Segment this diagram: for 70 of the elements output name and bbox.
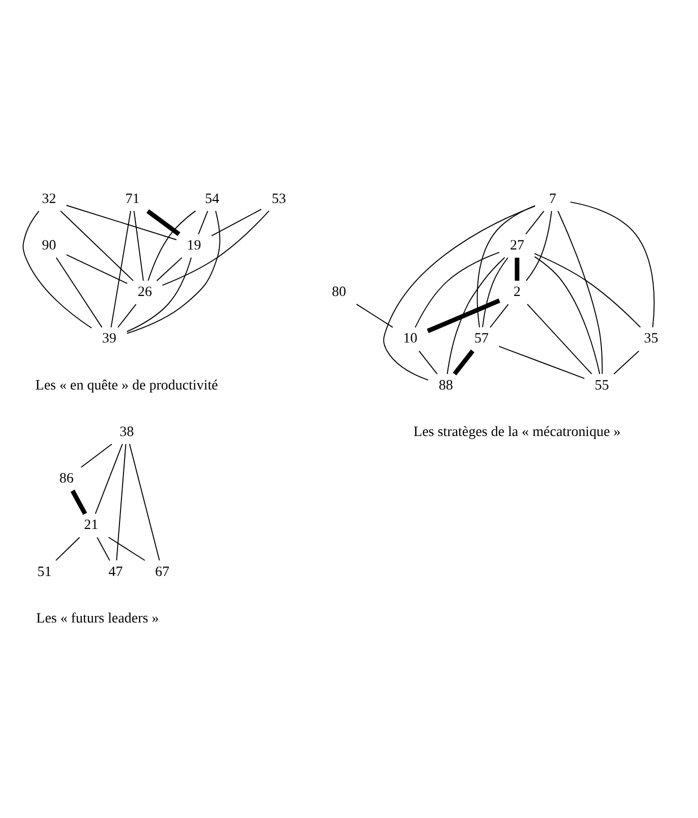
- connector: [476, 205, 536, 328]
- connector: [146, 209, 180, 236]
- connector: [418, 350, 438, 374]
- connector: [110, 210, 132, 328]
- connector: [55, 536, 80, 561]
- node-text: 19: [186, 237, 202, 254]
- connector: [534, 253, 641, 328]
- connector: [514, 258, 520, 281]
- connector: [129, 444, 160, 561]
- label: Les stratèges de la « mécatronique »: [414, 424, 621, 440]
- node-text: 32: [42, 190, 56, 207]
- connector: [613, 350, 640, 374]
- connector: [534, 256, 600, 375]
- node-text: 88: [438, 377, 453, 394]
- node-text: 7: [549, 190, 556, 207]
- connector: [116, 444, 126, 561]
- node-text: 90: [42, 237, 56, 254]
- node-text: 71: [125, 190, 140, 207]
- connector: [498, 346, 585, 379]
- connector: [126, 257, 192, 332]
- node-text: 2: [514, 284, 521, 300]
- connector: [56, 257, 102, 328]
- connector: [134, 210, 144, 282]
- connector: [452, 350, 474, 376]
- connector: [96, 536, 110, 561]
- node-text: 67: [155, 564, 170, 580]
- connector: [108, 536, 146, 561]
- node-text: 35: [644, 330, 658, 347]
- node-text: 86: [59, 470, 74, 487]
- connector: [66, 254, 128, 284]
- node-text: 39: [102, 330, 116, 347]
- connector: [211, 208, 262, 236]
- node-text: 27: [510, 237, 524, 254]
- node-text: 80: [332, 284, 346, 300]
- node-text: 21: [84, 517, 98, 534]
- connector: [446, 257, 506, 374]
- connector: [383, 206, 536, 381]
- node-text: 10: [403, 330, 418, 347]
- connector: [526, 210, 552, 282]
- connector: [356, 304, 394, 328]
- connector: [70, 490, 88, 515]
- connector: [525, 210, 544, 235]
- node-text: 53: [272, 190, 286, 207]
- connector: [414, 252, 500, 328]
- node-text: 26: [138, 284, 152, 300]
- node-text: 38: [120, 424, 134, 440]
- node-text: 54: [205, 190, 220, 207]
- connector: [66, 204, 177, 240]
- connector: [482, 257, 508, 328]
- node-text: 57: [474, 330, 489, 347]
- node-text: 51: [37, 564, 52, 580]
- connector: [94, 444, 123, 514]
- connector: [557, 210, 603, 374]
- connector: [526, 304, 592, 374]
- connector: [126, 210, 220, 334]
- connector: [426, 298, 500, 334]
- connector: [570, 202, 655, 328]
- label: Les « en quête » de productivité: [35, 377, 218, 394]
- connector: [22, 210, 92, 328]
- connector: [162, 210, 270, 286]
- label: Les « futurs leaders »: [36, 610, 159, 626]
- connector: [80, 444, 112, 468]
- connector: [198, 210, 208, 235]
- connector: [117, 304, 136, 328]
- node-text: 47: [108, 564, 123, 580]
- connector: [60, 210, 134, 282]
- node-text: 55: [594, 377, 609, 394]
- connector: [490, 304, 509, 328]
- connector: [148, 210, 196, 282]
- connector: [156, 257, 182, 282]
